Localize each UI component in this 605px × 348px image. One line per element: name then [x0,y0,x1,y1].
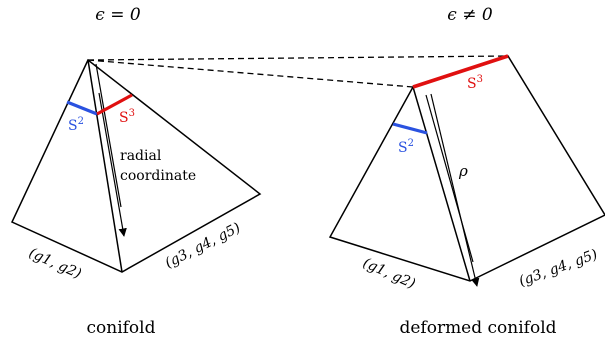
dashed-connector-top [87,55,509,61]
right-s3-label: S3 [467,74,483,92]
right-s2-label: S2 [398,138,414,156]
left-header: ϵ = 0 [95,5,141,25]
left-s2-label: S2 [68,116,84,134]
cone-front-edge [87,59,123,273]
dashed-connector-bottom [87,59,414,88]
radial-coordinate-line1: radial [120,148,162,164]
left-base-label-g345: (g3, g4, g5) [163,220,244,272]
deformed-conifold: S3 S2 ρ (g1, g2) (g3, g4, g5) [328,54,605,292]
radial-coordinate-line2: coordinate [120,168,196,184]
deformed-s2-segment [392,122,428,135]
left-s3-label: S3 [119,108,135,126]
right-caption: deformed conifold [399,318,556,338]
left-caption: conifold [87,318,156,338]
right-base-label-g345: (g3, g4, g5) [517,247,600,290]
radial-arrow-shaft [95,63,122,208]
rho-label: ρ [458,162,468,180]
deformed-front-edge [412,86,471,282]
conifold-cone: S2 S3 radial coordinate (g1, g2) (g3, g4… [10,58,262,282]
radial-arrow [98,92,127,237]
right-header: ϵ ≠ 0 [447,5,493,25]
s3-segment [96,93,133,116]
rho-arrow [430,93,480,287]
s2-segment [66,100,98,116]
right-base-label-g12: (g1, g2) [360,255,417,292]
deformed-s3-edge [412,54,509,89]
